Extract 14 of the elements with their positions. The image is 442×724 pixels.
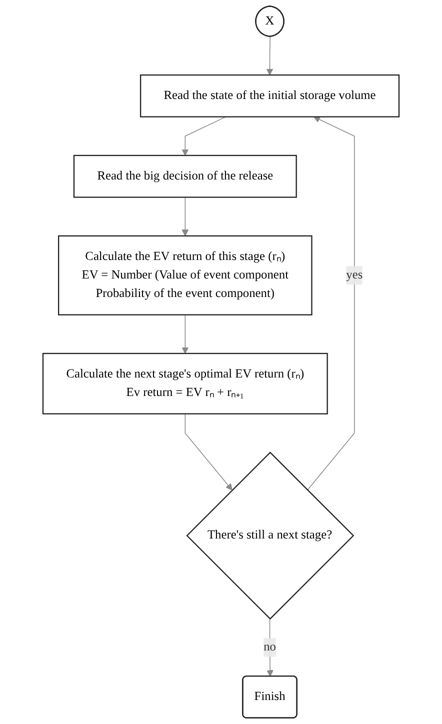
node-box: Read the state of the initial storage volume	[140, 74, 400, 118]
arrow	[266, 618, 274, 677]
edge-label: yes	[346, 268, 363, 282]
node-box: Calculate the next stage's optimal EV return (rₙ) Ev return = EV rₙ + rₙ₊₁	[42, 352, 328, 414]
arrow	[182, 314, 189, 354]
node-box: Read the big decision of the release	[73, 154, 297, 198]
arrow	[307, 116, 355, 490]
arrow	[266, 36, 274, 76]
arrow	[182, 196, 189, 236]
edge-label: no	[264, 640, 276, 654]
node-box: Calculate the EV return of this stage (rₙ) EV = Number (Value of event component Probability of the event component)	[58, 235, 312, 316]
arrow	[182, 116, 226, 156]
arrow	[184, 413, 232, 490]
node-diamond: There's still a next stage?	[186, 452, 354, 620]
